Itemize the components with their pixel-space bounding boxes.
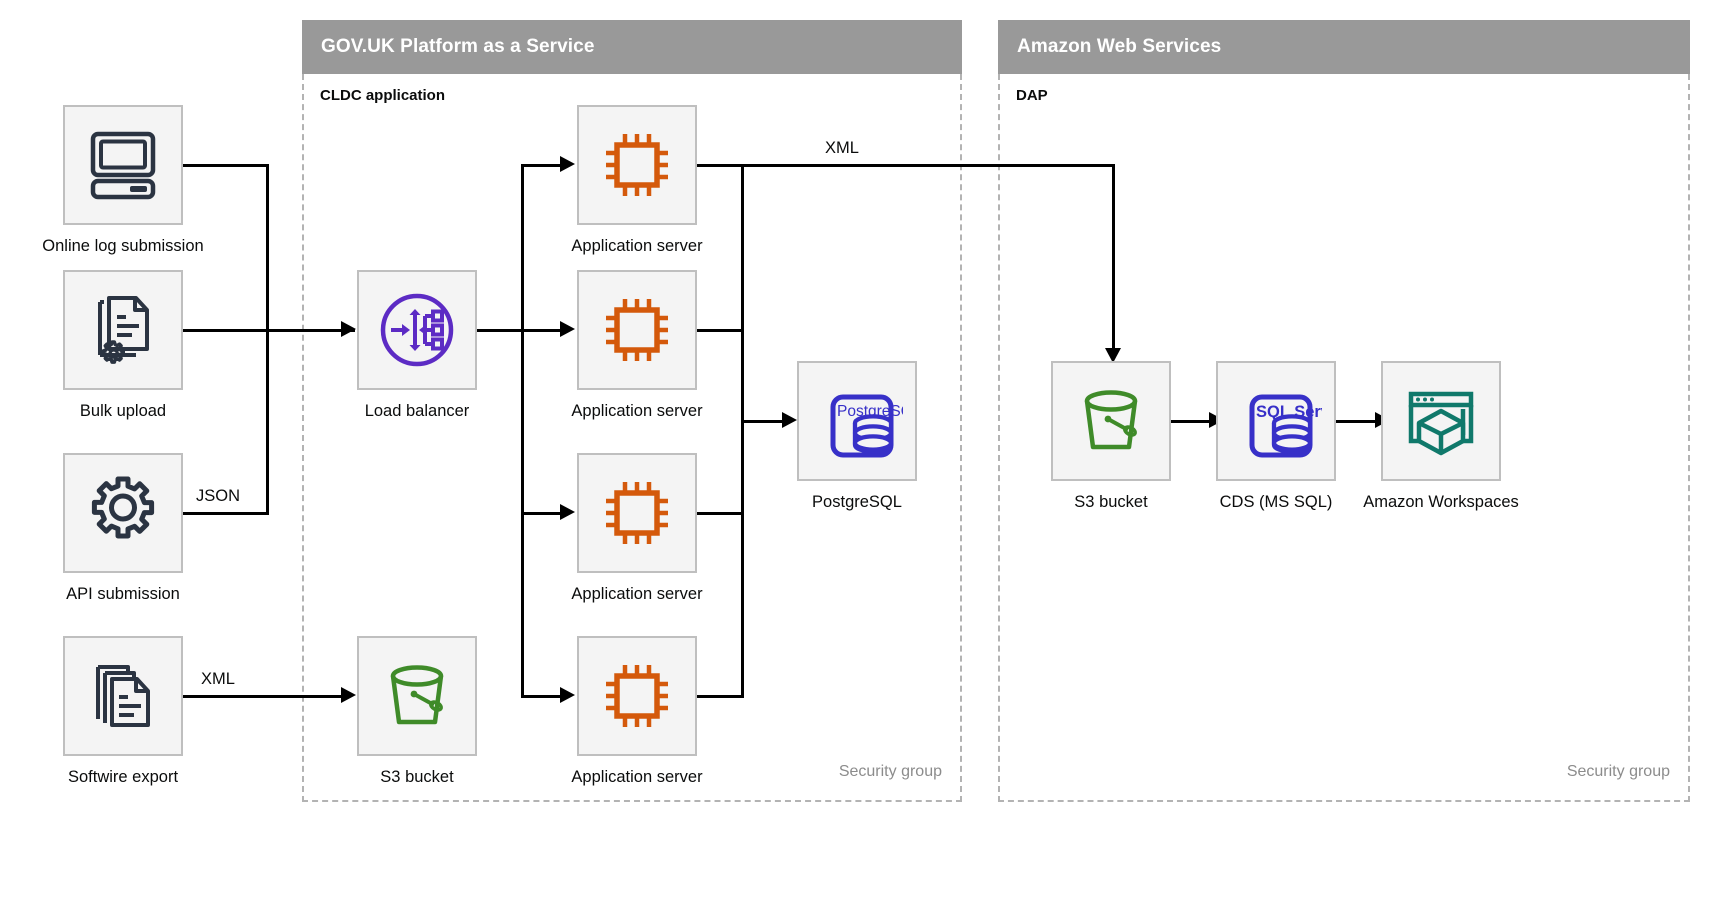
- node-label-online-log-submission: Online log submission: [42, 237, 204, 255]
- node-box-s3-bucket-paas: [357, 636, 477, 756]
- node-box-application-server-3: [577, 453, 697, 573]
- node-label-application-server-2: Application server: [571, 402, 703, 420]
- node-cds-ms-sql[interactable]: SQL Server CDS (MS SQL): [1216, 361, 1336, 511]
- node-amazon-workspaces[interactable]: Amazon Workspaces: [1363, 361, 1519, 511]
- arrowhead-to-s3-paas: [341, 687, 356, 703]
- node-box-load-balancer: [357, 270, 477, 390]
- arrowhead-to-appserver-4: [560, 687, 575, 703]
- node-label-s3-bucket-paas: S3 bucket: [380, 768, 454, 786]
- cpu-chip-icon: [606, 482, 668, 544]
- node-label-postgresql: PostgreSQL: [812, 493, 902, 511]
- node-s3-bucket-aws[interactable]: S3 bucket: [1051, 361, 1171, 511]
- edge-label-json: JSON: [191, 487, 246, 506]
- node-box-postgresql: PostgreSQL: [797, 361, 917, 481]
- connector-online-log-to-bus: [175, 164, 269, 167]
- arrowhead-to-s3-aws: [1105, 348, 1121, 363]
- node-label-cds-ms-sql: CDS (MS SQL): [1219, 493, 1333, 511]
- connector-softwire-to-s3: [175, 695, 347, 698]
- connector-lb-out: [470, 329, 523, 332]
- connector-to-appserver-3: [521, 512, 561, 515]
- connector-bus-to-postgresql: [741, 420, 789, 423]
- node-box-api-submission: [63, 453, 183, 573]
- documents-stack-icon: [96, 665, 150, 727]
- sql-server-icon: SQL Server: [1249, 394, 1322, 458]
- node-box-amazon-workspaces: [1381, 361, 1501, 481]
- connector-db-collector-bus: [741, 164, 744, 696]
- edge-label-xml-appserver: XML: [820, 139, 864, 158]
- connector-to-appserver-1: [521, 164, 561, 167]
- connector-appserver-2-out: [689, 329, 744, 332]
- node-label-softwire-export: Softwire export: [67, 768, 179, 786]
- node-label-api-submission: API submission: [66, 585, 180, 603]
- security-group-label-paas: Security group: [838, 763, 942, 780]
- connector-xml-down-to-s3-aws: [1112, 164, 1115, 356]
- node-box-application-server-1: [577, 105, 697, 225]
- arrowhead-to-appserver-1: [560, 156, 575, 172]
- postgresql-icon-text: PostgreSQL: [837, 403, 903, 420]
- document-gear-icon: [98, 296, 149, 364]
- zone-header-paas-label: GOV.UK Platform as a Service: [321, 36, 595, 57]
- node-label-amazon-workspaces: Amazon Workspaces: [1363, 493, 1519, 511]
- node-online-log-submission[interactable]: Online log submission: [42, 105, 204, 255]
- node-application-server-1[interactable]: Application server: [571, 105, 703, 255]
- connector-left-vertical-bus: [266, 164, 269, 514]
- node-label-load-balancer: Load balancer: [364, 402, 470, 420]
- connector-appserver-fanout-bus: [521, 164, 524, 696]
- node-box-softwire-export: [63, 636, 183, 756]
- node-load-balancer[interactable]: Load balancer: [357, 270, 477, 420]
- zone-body-aws: [998, 74, 1690, 802]
- arrowhead-to-appserver-2: [560, 321, 575, 337]
- connector-appserver-3-out: [689, 512, 744, 515]
- node-s3-bucket-paas[interactable]: S3 bucket: [357, 636, 477, 786]
- zone-header-paas: GOV.UK Platform as a Service: [302, 20, 962, 74]
- zone-sublabel-cldc-application: CLDC application: [320, 87, 446, 104]
- load-balancer-icon: [380, 293, 454, 367]
- desktop-computer-icon: [90, 131, 156, 200]
- arrowhead-to-postgresql: [782, 412, 797, 428]
- node-box-bulk-upload: [63, 270, 183, 390]
- amazon-workspaces-icon: [1408, 391, 1474, 456]
- node-application-server-4[interactable]: Application server: [571, 636, 703, 786]
- node-box-online-log-submission: [63, 105, 183, 225]
- zone-header-aws: Amazon Web Services: [998, 20, 1690, 74]
- zone-header-aws-label: Amazon Web Services: [1017, 36, 1222, 57]
- arrowhead-to-appserver-3: [560, 504, 575, 520]
- node-box-application-server-2: [577, 270, 697, 390]
- arrowhead-to-load-balancer: [341, 321, 356, 337]
- node-box-application-server-4: [577, 636, 697, 756]
- postgresql-icon: PostgreSQL: [830, 394, 903, 458]
- edge-label-xml-softwire: XML: [196, 670, 240, 689]
- connector-to-appserver-4: [521, 695, 561, 698]
- node-box-cds-ms-sql: SQL Server: [1216, 361, 1336, 481]
- connector-to-appserver-2: [521, 329, 561, 332]
- node-bulk-upload[interactable]: Bulk upload: [63, 270, 183, 420]
- security-group-label-aws: Security group: [1566, 763, 1670, 780]
- connector-appserver-4-out: [689, 695, 744, 698]
- node-label-bulk-upload: Bulk upload: [79, 402, 167, 420]
- cpu-chip-icon: [606, 134, 668, 196]
- zone-sublabel-dap: DAP: [1016, 87, 1048, 104]
- node-label-application-server-4: Application server: [571, 768, 703, 786]
- s3-bucket-icon: [1084, 390, 1138, 450]
- node-application-server-3[interactable]: Application server: [571, 453, 703, 603]
- node-softwire-export[interactable]: Softwire export: [63, 636, 183, 786]
- node-application-server-2[interactable]: Application server: [571, 270, 703, 420]
- connector-api-to-bus: [175, 512, 269, 515]
- node-label-s3-bucket-aws: S3 bucket: [1074, 493, 1148, 511]
- connector-cds-to-workspaces: [1336, 420, 1378, 423]
- node-label-application-server-3: Application server: [571, 585, 703, 603]
- node-api-submission[interactable]: API submission: [63, 453, 183, 603]
- cpu-chip-icon: [606, 299, 668, 361]
- node-box-s3-bucket-aws: [1051, 361, 1171, 481]
- s3-bucket-icon: [390, 665, 444, 725]
- node-label-application-server-1: Application server: [571, 237, 703, 255]
- connector-appserver-1-xml-out: [689, 164, 1115, 167]
- connector-bulk-upload-to-lb: [175, 329, 355, 332]
- cpu-chip-icon: [606, 665, 668, 727]
- zone-body-paas: [302, 74, 962, 802]
- node-postgresql[interactable]: PostgreSQL PostgreSQL: [797, 361, 917, 511]
- gear-icon: [91, 476, 155, 539]
- connector-s3-to-cds: [1170, 420, 1212, 423]
